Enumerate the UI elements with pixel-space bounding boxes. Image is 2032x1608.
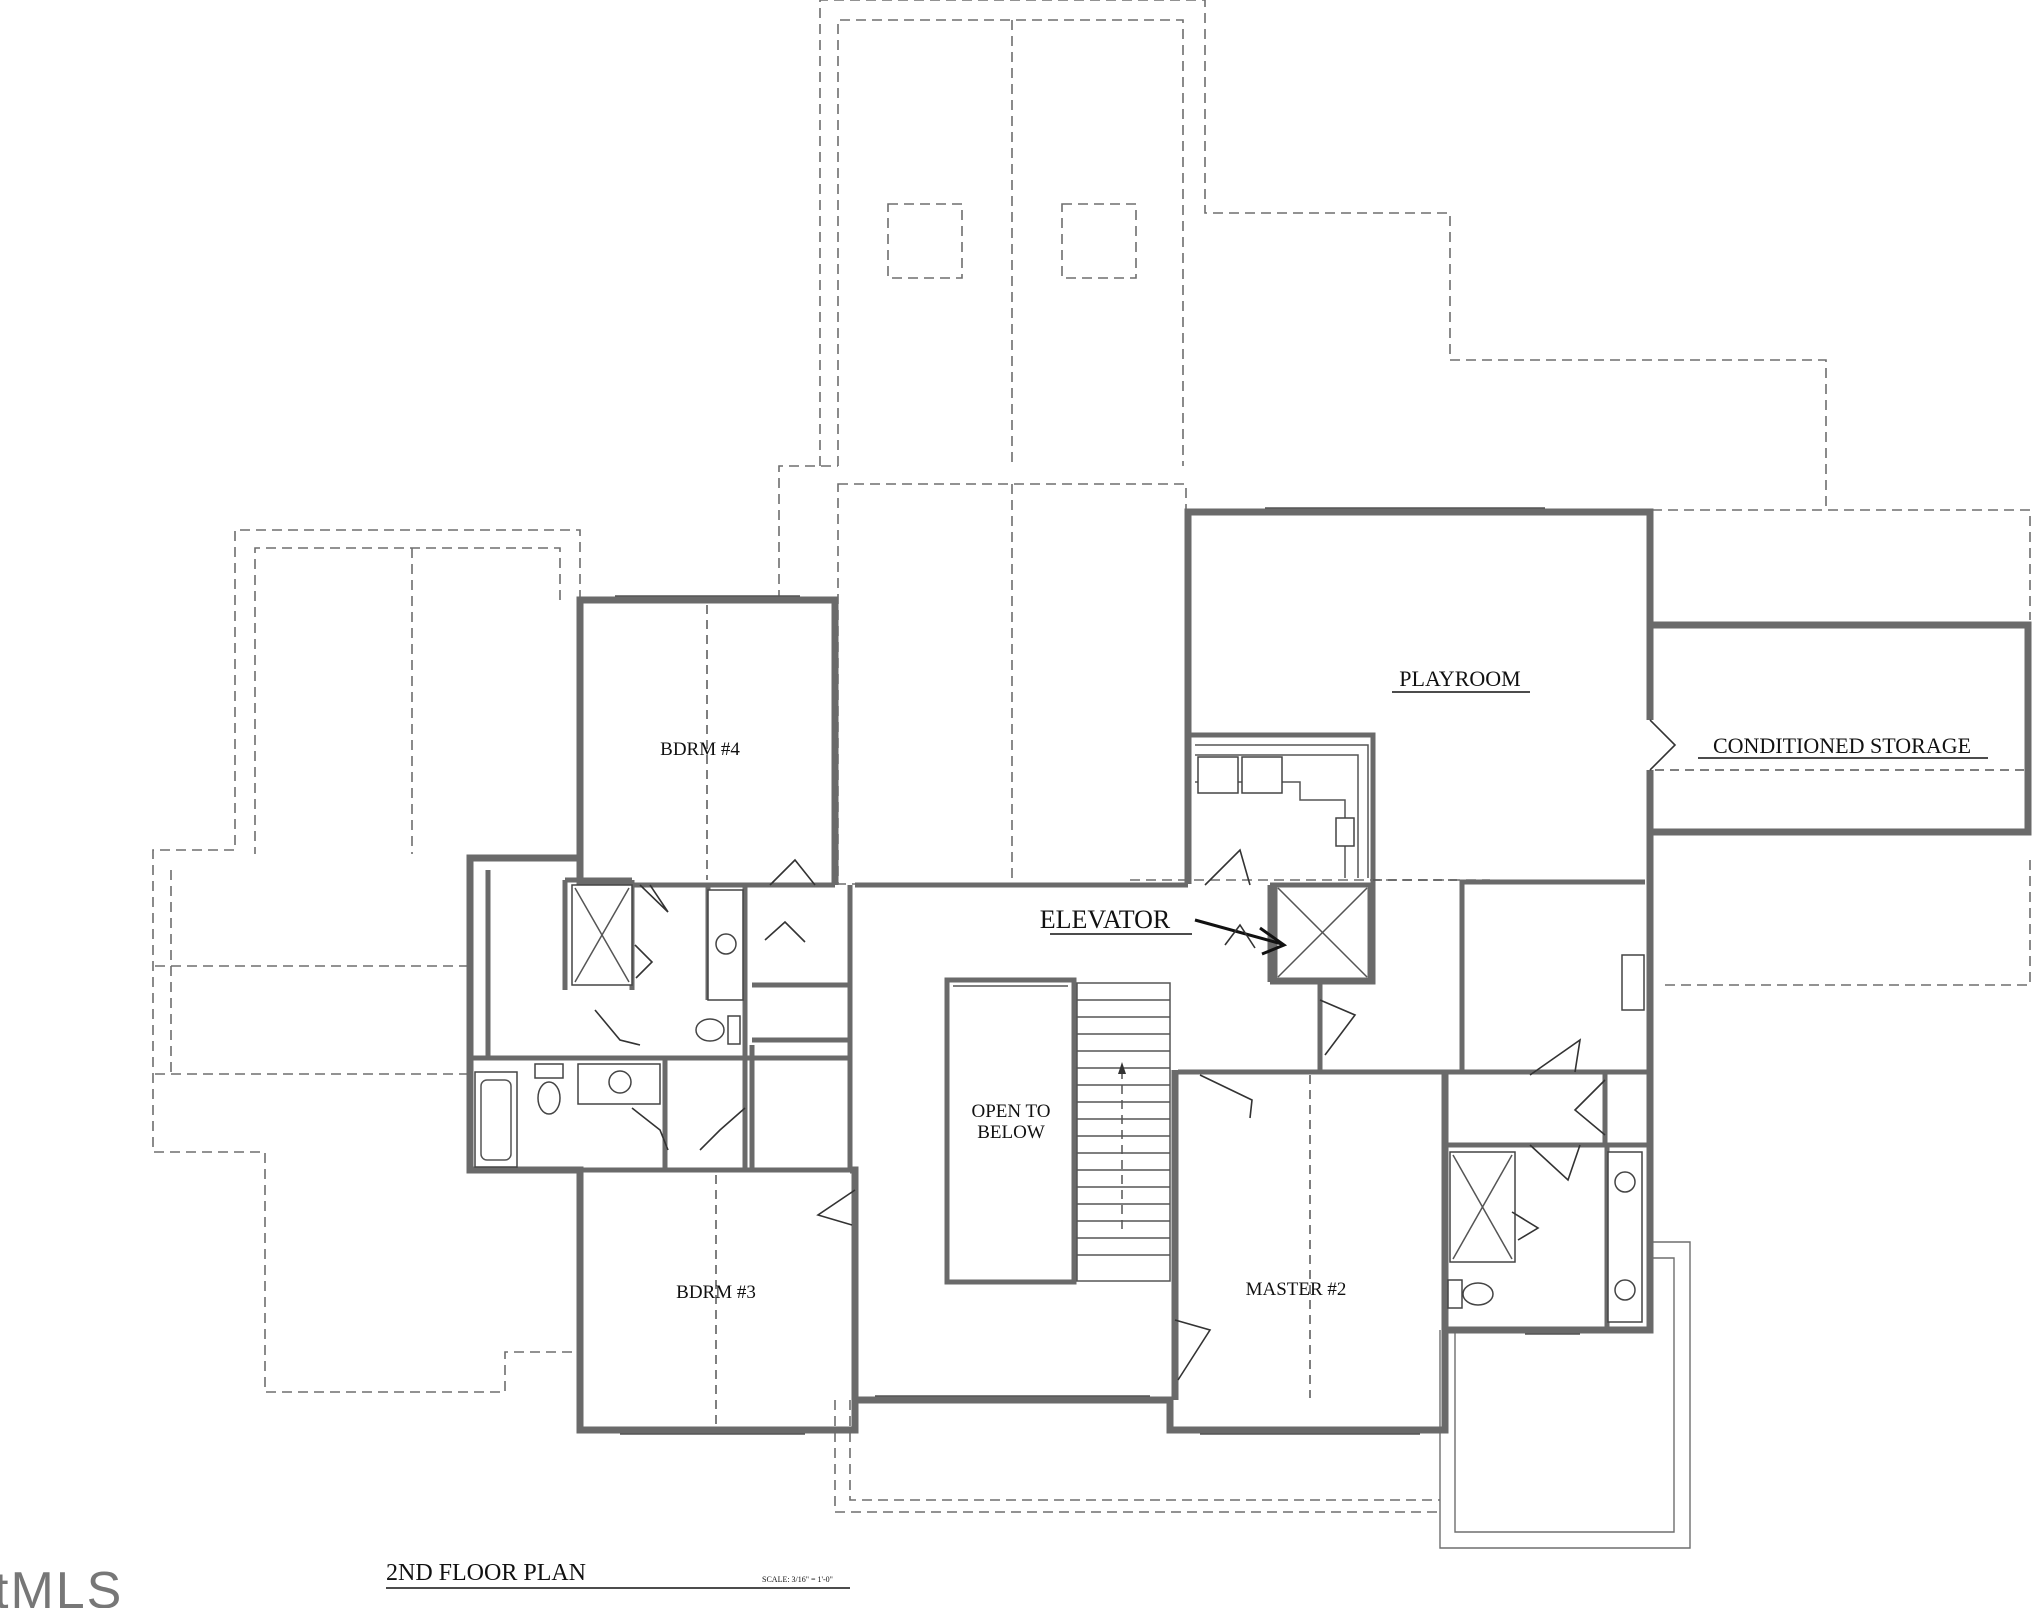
ceiling-lines — [706, 605, 2028, 1428]
label-conditioned-storage: CONDITIONED STORAGE — [1713, 733, 1971, 758]
label-bdrm3: BDRM #3 — [676, 1282, 756, 1303]
kitchenette — [1195, 744, 1369, 878]
door-swings — [594, 719, 1677, 1381]
roof-outline — [152, 0, 2031, 1549]
plan-scale: SCALE: 3/16" = 1'-0" — [762, 1575, 833, 1584]
plan-title: 2ND FLOOR PLAN — [386, 1560, 586, 1586]
mls-watermark: tMLS — [0, 1562, 123, 1608]
label-master2: MASTER #2 — [1246, 1279, 1347, 1300]
staircase — [1076, 982, 1171, 1282]
label-open-to-below-2: BELOW — [977, 1122, 1045, 1143]
label-playroom: PLAYROOM — [1399, 666, 1520, 691]
interior-walls — [472, 732, 1648, 1330]
label-elevator: ELEVATOR — [1040, 905, 1171, 934]
title-block: 2ND FLOOR PLAN SCALE: 3/16" = 1'-0" — [386, 1560, 850, 1589]
elevator-shaft — [1194, 882, 1373, 983]
windows — [615, 507, 1645, 1435]
label-open-to-below: OPEN TO — [971, 1101, 1050, 1122]
label-bdrm4: BDRM #4 — [660, 739, 740, 760]
bath-fixtures — [474, 884, 1643, 1323]
room-labels: BDRM #4 BDRM #3 PLAYROOM CONDITIONED STO… — [660, 666, 1988, 1303]
